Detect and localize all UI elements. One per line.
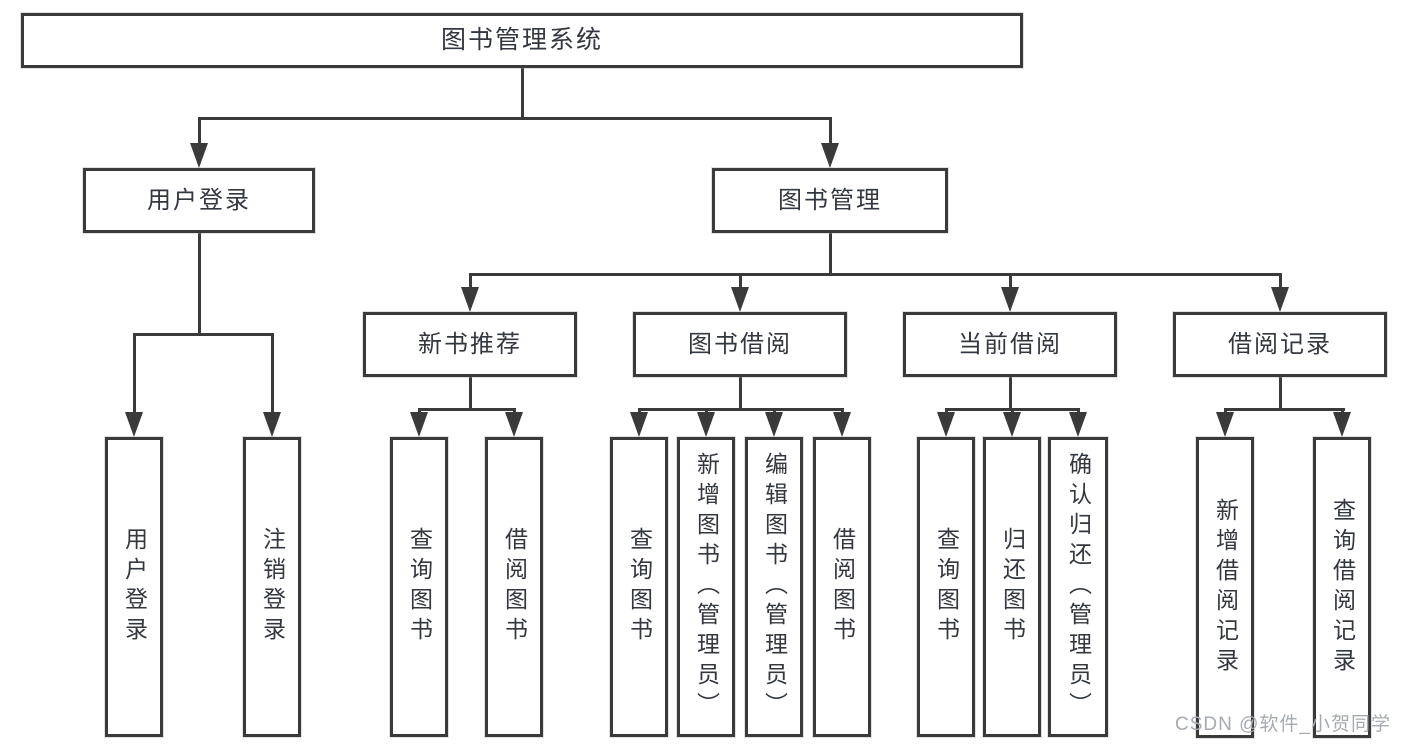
connector-hline <box>637 408 844 411</box>
leaf-borrow-books-recommend: 借阅图书 <box>485 437 543 737</box>
connector-vline <box>1278 377 1282 411</box>
arrow-down-icon <box>410 412 428 437</box>
connector-arrow-shaft <box>1010 408 1014 415</box>
arrow-down-icon <box>697 412 715 437</box>
node-root: 图书管理系统 <box>21 13 1023 68</box>
connector-arrow-shaft <box>512 408 516 415</box>
connector-vline <box>828 233 832 276</box>
leaf-query-books-current: 查询图书 <box>917 437 975 737</box>
arrow-down-icon <box>937 412 955 437</box>
connector-vline <box>738 377 742 411</box>
connector-hline <box>468 273 1282 276</box>
node-new-book-recommendation: 新书推荐 <box>363 312 577 377</box>
connector-arrow-shaft <box>468 273 472 290</box>
node-borrowing-records: 借阅记录 <box>1173 312 1387 377</box>
connector-arrow-shaft <box>1223 408 1227 415</box>
node-book-management: 图书管理 <box>712 168 948 233</box>
leaf-confirm-return-admin: 确认归还（管理员） <box>1048 437 1108 737</box>
connector-vline <box>197 233 201 336</box>
connector-arrow-shaft <box>944 408 948 415</box>
connector-arrow-shaft <box>1278 273 1282 290</box>
connector-arrow-shaft <box>1008 273 1012 290</box>
connector-arrow-shaft <box>417 408 421 415</box>
arrow-down-icon <box>1271 287 1289 312</box>
arrow-down-icon <box>461 287 479 312</box>
node-current-borrowing: 当前借阅 <box>903 312 1117 377</box>
arrow-down-icon <box>1333 412 1351 437</box>
leaf-query-borrow-record: 查询借阅记录 <box>1313 437 1371 738</box>
arrow-down-icon <box>505 412 523 437</box>
connector-vline <box>468 377 472 411</box>
connector-arrow-shaft <box>828 117 832 146</box>
connector-arrow-shaft <box>270 333 274 415</box>
connector-vline <box>520 68 524 120</box>
connector-hline <box>1223 408 1345 411</box>
connector-arrow-shaft <box>704 408 708 415</box>
arrow-down-icon <box>125 412 143 437</box>
connector-vline <box>1008 377 1012 411</box>
arrow-down-icon <box>190 143 208 168</box>
arrow-down-icon <box>263 412 281 437</box>
leaf-borrow-books: 借阅图书 <box>813 437 871 737</box>
leaf-query-books-borrow: 查询图书 <box>610 437 668 737</box>
connector-arrow-shaft <box>197 117 201 146</box>
node-user-login: 用户登录 <box>83 168 315 233</box>
leaf-add-borrow-record: 新增借阅记录 <box>1196 437 1254 738</box>
connector-arrow-shaft <box>132 333 136 415</box>
arrow-down-icon <box>1001 287 1019 312</box>
connector-arrow-shaft <box>738 273 742 290</box>
arrow-down-icon <box>833 412 851 437</box>
arrow-down-icon <box>630 412 648 437</box>
arrow-down-icon <box>765 412 783 437</box>
leaf-logout: 注销登录 <box>243 437 301 737</box>
connector-arrow-shaft <box>637 408 641 415</box>
connector-arrow-shaft <box>772 408 776 415</box>
arrow-down-icon <box>1216 412 1234 437</box>
connector-hline <box>132 333 274 336</box>
leaf-edit-book-admin: 编辑图书（管理员） <box>745 437 803 737</box>
connector-hline <box>417 408 516 411</box>
leaf-return-books: 归还图书 <box>983 437 1041 737</box>
arrow-down-icon <box>821 143 839 168</box>
node-book-borrowing: 图书借阅 <box>633 312 847 377</box>
connector-arrow-shaft <box>1076 408 1080 415</box>
watermark: CSDN @软件_小贺同学 <box>1175 714 1391 735</box>
arrow-down-icon <box>1069 412 1087 437</box>
connector-hline <box>197 117 832 120</box>
leaf-user-login: 用户登录 <box>105 437 163 737</box>
leaf-query-books-recommend: 查询图书 <box>390 437 448 737</box>
arrow-down-icon <box>1003 412 1021 437</box>
arrow-down-icon <box>731 287 749 312</box>
leaf-add-book-admin: 新增图书（管理员） <box>677 437 735 737</box>
connector-arrow-shaft <box>840 408 844 415</box>
connector-arrow-shaft <box>1340 408 1344 415</box>
